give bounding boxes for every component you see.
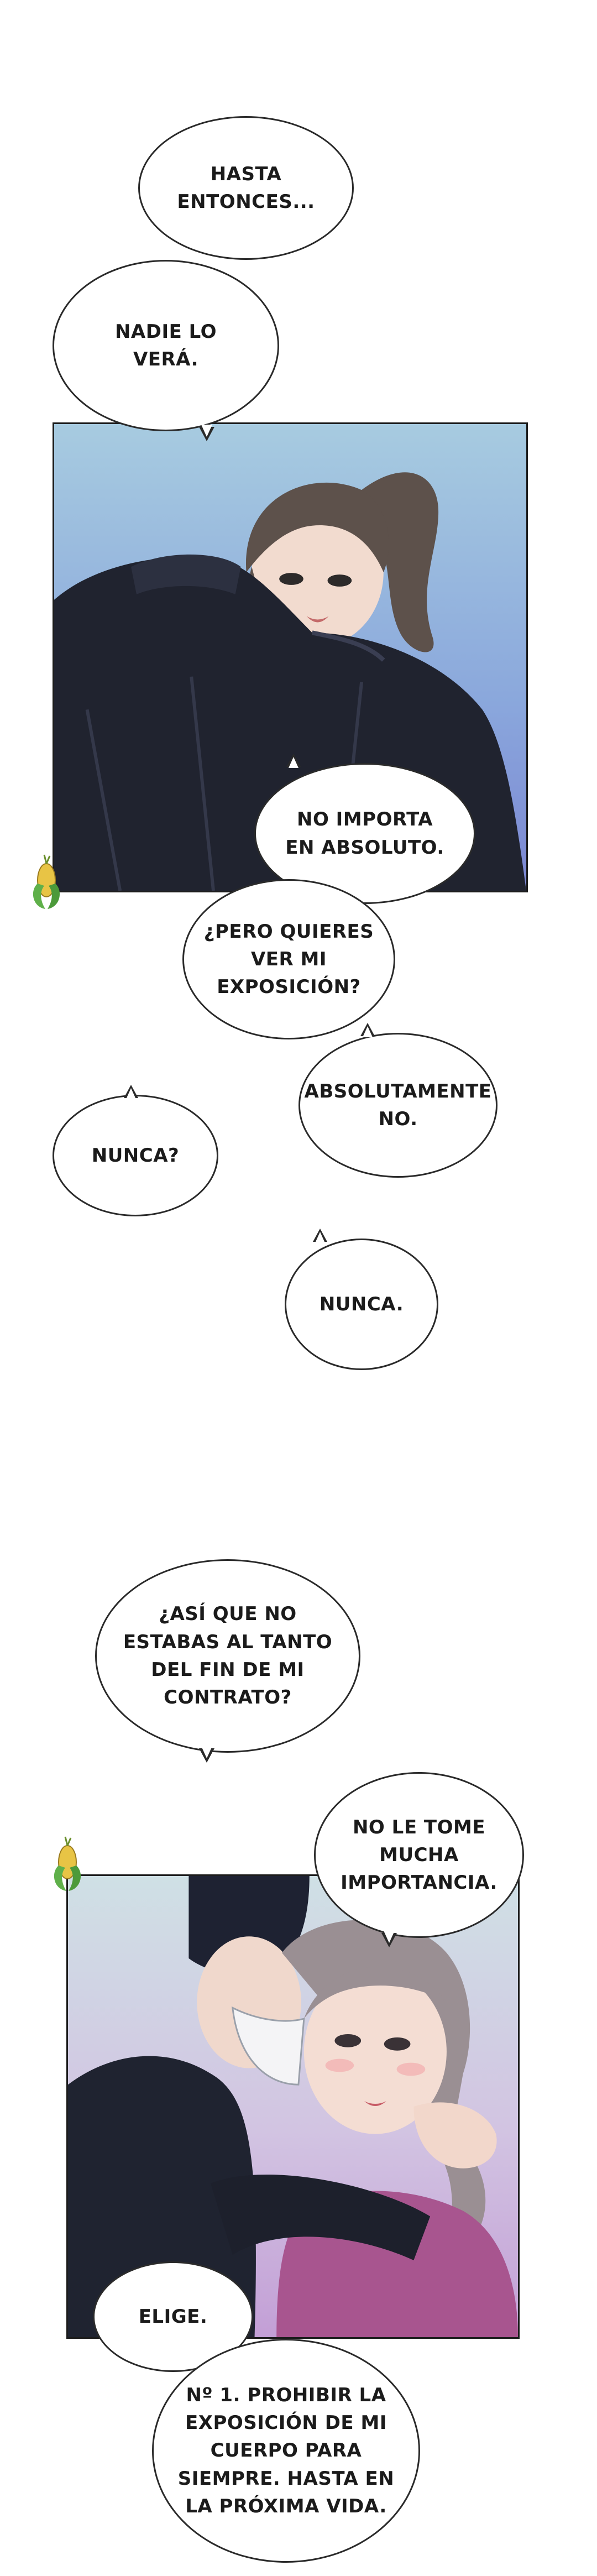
girl-hair [246, 482, 389, 573]
bubble-text-11: Nº 1. PROHIBIR LA EXPOSICIÓN DE MI CUERP… [177, 2384, 395, 2517]
speech-bubble-7: NUNCA. [285, 1239, 438, 1370]
eye-right [327, 574, 352, 587]
bubble-2-tail [199, 425, 214, 441]
bubble-text-2: NADIE LO VERÁ. [114, 320, 217, 370]
girl-face [303, 1969, 447, 2134]
face-mask [232, 2006, 305, 2086]
bubble-5-tail [360, 1023, 375, 1037]
bubble-3-tail [286, 754, 301, 768]
panel-2-illustration [68, 1876, 518, 2337]
bubble-text-5: ABSOLUTAMENTE NO. [304, 1080, 492, 1130]
bubble-9-tail [381, 1931, 397, 1947]
corn-mascot-icon-2 [45, 1833, 90, 1894]
speech-bubble-8: ¿ASÍ QUE NO ESTABAS AL TANTO DEL FIN DE … [95, 1559, 360, 1753]
hand [413, 2102, 497, 2169]
bubble-text-3: NO IMPORTA EN ABSOLUTO. [285, 808, 444, 859]
bubble-8-tail [199, 1746, 214, 1763]
corn-mascot-icon [24, 851, 69, 912]
speech-bubble-1: HASTA ENTONCES... [138, 116, 354, 260]
bubble-text-1: HASTA ENTONCES... [177, 163, 315, 213]
eye-left [334, 2034, 362, 2047]
eye-left [279, 573, 303, 585]
comic-panel-2 [66, 1874, 520, 2339]
speech-bubble-11: Nº 1. PROHIBIR LA EXPOSICIÓN DE MI CUERP… [152, 2339, 420, 2563]
bubble-text-8: ¿ASÍ QUE NO ESTABAS AL TANTO DEL FIN DE … [123, 1603, 333, 1709]
speech-bubble-4: ¿PERO QUIERES VER MI EXPOSICIÓN? [182, 879, 395, 1039]
speech-bubble-9: NO LE TOME MUCHA IMPORTANCIA. [314, 1772, 524, 1938]
bubble-text-7: NUNCA. [319, 1293, 404, 1315]
bubble-text-4: ¿PERO QUIERES VER MI EXPOSICIÓN? [203, 920, 374, 999]
bubble-text-9: NO LE TOME MUCHA IMPORTANCIA. [341, 1816, 498, 1894]
bubble-7-tail [313, 1229, 327, 1243]
mouth [306, 616, 329, 623]
bubble-text-6: NUNCA? [91, 1144, 180, 1167]
mouth [364, 2101, 386, 2107]
speech-bubble-5: ABSOLUTAMENTE NO. [298, 1033, 498, 1178]
bubble-6-tail [124, 1085, 138, 1099]
bubble-text-10: ELIGE. [138, 2305, 208, 2328]
speech-bubble-2: NADIE LO VERÁ. [53, 260, 279, 431]
eye-right [384, 2037, 411, 2051]
speech-bubble-6: NUNCA? [53, 1095, 218, 1216]
boy-arm [211, 2175, 431, 2260]
